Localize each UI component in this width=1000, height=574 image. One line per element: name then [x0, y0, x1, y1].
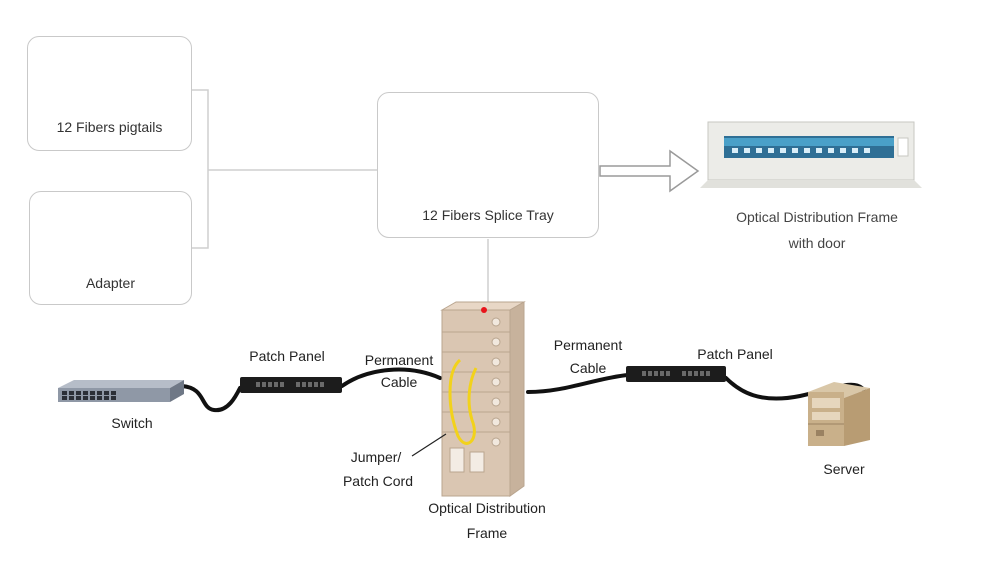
patch-panel-right-icon — [626, 366, 726, 382]
server-label: Server — [823, 461, 865, 477]
splice-tray-label: 12 Fibers Splice Tray — [422, 207, 554, 223]
permanent-cable-right-line2: Cable — [569, 360, 607, 376]
permanent-cable-left-line2: Cable — [380, 374, 418, 390]
adapter-card: Adapter — [29, 191, 192, 305]
card-connectors — [192, 89, 489, 312]
arrow-to-odf-icon — [599, 149, 700, 193]
jumper-label-line1: Jumper/ — [350, 449, 402, 465]
adapter-label: Adapter — [85, 275, 136, 291]
patch-panel-left-icon — [240, 377, 342, 393]
server-icon — [808, 382, 870, 446]
odf-label-line1: Optical Distribution — [428, 500, 546, 516]
splice-tray-card: 12 Fibers Splice Tray — [377, 92, 599, 238]
odf-frame-icon — [440, 301, 526, 497]
pigtails-label: 12 Fibers pigtails — [56, 119, 163, 135]
patch-panel-right-label: Patch Panel — [697, 346, 773, 362]
odf-label-line2: Frame — [466, 525, 508, 541]
jumper-label-line2: Patch Cord — [342, 473, 414, 489]
jumper-pointer — [411, 433, 447, 457]
pigtails-card: 12 Fibers pigtails — [27, 36, 192, 151]
permanent-cable-left-line1: Permanent — [364, 352, 434, 368]
odf-with-door-icon — [700, 121, 922, 188]
switch-label: Switch — [111, 415, 153, 431]
permanent-cable-right-line1: Permanent — [553, 337, 623, 353]
switch-icon — [58, 380, 184, 402]
odf-with-door-label-line1: Optical Distribution Frame — [736, 209, 898, 225]
odf-with-door-label-line2: with door — [788, 235, 846, 251]
patch-panel-left-label: Patch Panel — [249, 348, 325, 364]
